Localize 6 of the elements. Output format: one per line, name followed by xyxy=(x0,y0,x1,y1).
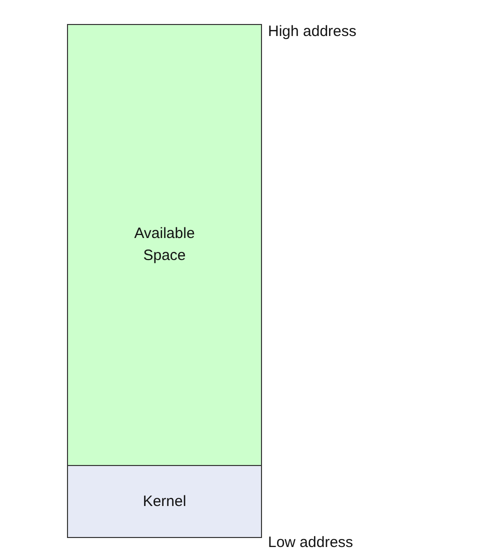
address-label: High address xyxy=(268,23,356,40)
address-label: Low address xyxy=(268,534,354,551)
memory-segment xyxy=(67,465,262,538)
memory-segment xyxy=(67,24,262,466)
segment-label: Kernel xyxy=(142,492,188,512)
segment-label: Available Space xyxy=(133,224,196,266)
